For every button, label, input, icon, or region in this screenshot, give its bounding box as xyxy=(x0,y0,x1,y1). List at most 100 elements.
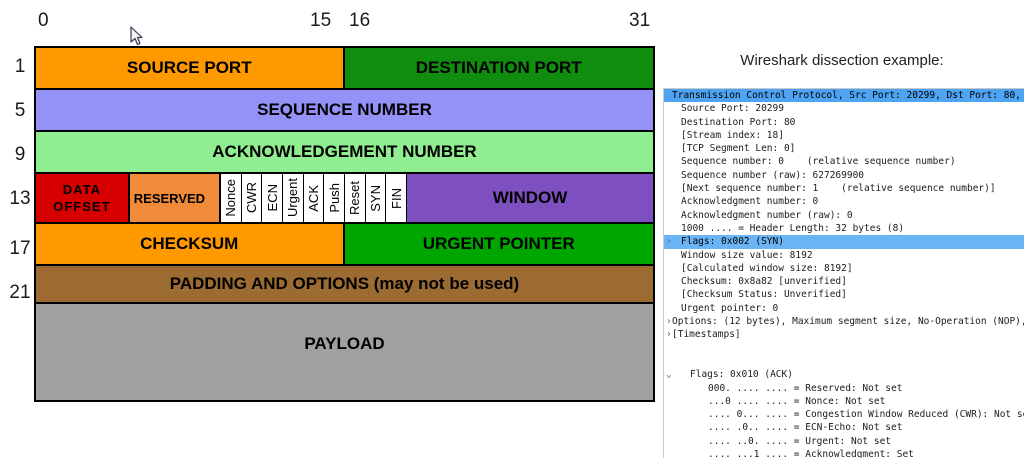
ws-line-6[interactable]: Sequence number (raw): 627269900 xyxy=(664,169,1024,182)
flag-label-urgent: Urgent xyxy=(285,178,301,218)
flag-label-ack: ACK xyxy=(306,184,322,212)
flag-cell-ecn: ECN xyxy=(262,174,284,222)
ws-flag-line-text: .... ...1 .... = Acknowledgment: Set xyxy=(708,449,914,458)
ws-flag-line-text: .... ..0. .... = Urgent: Not set xyxy=(708,435,892,447)
ws-line-text: [Checksum Status: Unverified] xyxy=(681,289,847,301)
ws-line-2[interactable]: Destination Port: 80 xyxy=(664,116,1024,129)
row-label-17: 17 xyxy=(9,238,31,259)
ws-flag-line-4[interactable]: .... .0.. .... = ECN-Echo: Not set xyxy=(664,421,1024,434)
ws-line-text: 1000 .... = Header Length: 32 bytes (8) xyxy=(681,222,905,234)
ws-flag-line-text: ...0 .... .... = Nonce: Not set xyxy=(708,395,886,407)
ws-spacer-2 xyxy=(664,355,1024,368)
ws-line-7[interactable]: [Next sequence number: 1 (relative seque… xyxy=(664,182,1024,195)
bit-label-16: 16 xyxy=(349,10,371,31)
flag-cell-urgent: Urgent xyxy=(283,174,304,222)
flag-cell-fin: FIN xyxy=(386,174,407,222)
wireshark-section: Wireshark dissection example: Transmissi… xyxy=(660,0,1024,458)
ws-line-16[interactable]: Urgent pointer: 0 xyxy=(664,302,1024,315)
ws-line-text: Transmission Control Protocol, Src Port:… xyxy=(672,90,1021,101)
bit-label-0: 0 xyxy=(38,10,49,31)
ws-flag-line-text: 000. .... .... = Reserved: Not set xyxy=(708,382,903,394)
field-payload: PAYLOAD xyxy=(36,304,653,400)
field-destination-port: DESTINATION PORT xyxy=(344,48,653,88)
flag-label-push: Push xyxy=(326,183,342,213)
ws-line-13[interactable]: [Calculated window size: 8192] xyxy=(664,262,1024,275)
ws-line-text: [Timestamps] xyxy=(672,329,741,341)
row-label-5: 5 xyxy=(14,100,26,121)
ws-flag-line-2[interactable]: ...0 .... .... = Nonce: Not set xyxy=(664,395,1024,408)
field-sequence-number: SEQUENCE NUMBER xyxy=(36,90,653,130)
flag-label-reset: Reset xyxy=(347,181,363,215)
field-data-offset: DATA OFFSET xyxy=(36,174,130,222)
ws-line-text: Checksum: 0x8a82 [unverified] xyxy=(681,276,847,288)
ws-line-12[interactable]: Window size value: 8192 xyxy=(664,249,1024,262)
padding-options-row: PADDING AND OPTIONS (may not be used) xyxy=(36,266,653,304)
bit-label-31: 31 xyxy=(629,10,651,31)
sequence-number-row: SEQUENCE NUMBER xyxy=(36,90,653,132)
ws-line-18[interactable]: ›[Timestamps] xyxy=(664,328,1024,341)
tcp-header-diagram: 0 15 16 31 1 5 9 13 17 21 SOURCE PORT DE… xyxy=(9,10,655,402)
ws-line-text: Flags: 0x002 (SYN) xyxy=(681,236,784,248)
bit-label-15: 15 xyxy=(310,10,332,31)
ws-line-text: Window size value: 8192 xyxy=(681,249,813,261)
acknowledgement-number-row: ACKNOWLEDGEMENT NUMBER xyxy=(36,132,653,174)
ws-line-10[interactable]: 1000 .... = Header Length: 32 bytes (8) xyxy=(664,222,1024,235)
flag-cell-nonce: Nonce xyxy=(221,174,242,222)
ws-flag-line-text: Flags: 0x010 (ACK) xyxy=(690,369,793,381)
ws-flag-line-0[interactable]: ⌄ Flags: 0x010 (ACK) xyxy=(664,368,1024,381)
ws-line-8[interactable]: Acknowledgment number: 0 xyxy=(664,195,1024,208)
ws-line-4[interactable]: [TCP Segment Len: 0] xyxy=(664,142,1024,155)
ws-line-9[interactable]: Acknowledgment number (raw): 0 xyxy=(664,209,1024,222)
ws-line-3[interactable]: [Stream index: 18] xyxy=(664,129,1024,142)
ws-line-0[interactable]: Transmission Control Protocol, Src Port:… xyxy=(664,89,1024,103)
flag-label-ecn: ECN xyxy=(264,184,280,212)
flag-label-syn: SYN xyxy=(368,184,384,212)
ws-line-text: Source Port: 20299 xyxy=(681,103,784,115)
expand-arrow-icon[interactable]: › xyxy=(666,329,672,341)
ws-line-17[interactable]: ›Options: (12 bytes), Maximum segment si… xyxy=(664,315,1024,328)
ws-line-text: Sequence number: 0 (relative sequence nu… xyxy=(681,156,956,168)
ws-line-text: [Calculated window size: 8192] xyxy=(681,262,853,274)
ws-line-15[interactable]: [Checksum Status: Unverified] xyxy=(664,288,1024,301)
field-window: WINDOW xyxy=(407,174,653,222)
ws-flag-line-6[interactable]: .... ...1 .... = Acknowledgment: Set xyxy=(664,448,1024,458)
header-field-grid: SOURCE PORT DESTINATION PORT SEQUENCE NU… xyxy=(34,46,655,402)
ws-line-1[interactable]: Source Port: 20299 xyxy=(664,102,1024,115)
ws-line-11[interactable]: › Flags: 0x002 (SYN) xyxy=(664,235,1024,249)
ws-flag-line-text: .... 0... .... = Congestion Window Reduc… xyxy=(708,409,1024,421)
ws-line-5[interactable]: Sequence number: 0 (relative sequence nu… xyxy=(664,155,1024,168)
wireshark-dissection-panel[interactable]: Transmission Control Protocol, Src Port:… xyxy=(663,88,1024,458)
ws-line-text: Sequence number (raw): 627269900 xyxy=(681,169,865,181)
payload-row: PAYLOAD xyxy=(36,304,653,400)
ports-row: SOURCE PORT DESTINATION PORT xyxy=(36,48,653,90)
field-checksum: CHECKSUM xyxy=(36,224,345,264)
row-label-21: 21 xyxy=(9,282,31,303)
flag-cell-reset: Reset xyxy=(345,174,366,222)
ws-flag-line-1[interactable]: 000. .... .... = Reserved: Not set xyxy=(664,382,1024,395)
ws-line-text: Acknowledgment number (raw): 0 xyxy=(681,209,853,221)
field-acknowledgement-number: ACKNOWLEDGEMENT NUMBER xyxy=(36,132,653,172)
wireshark-caption: Wireshark dissection example: xyxy=(740,52,944,69)
flag-cell-ack: ACK xyxy=(303,174,325,222)
flag-label-cwr: CWR xyxy=(244,182,260,214)
expand-arrow-icon[interactable]: ⌄ xyxy=(666,369,672,381)
ws-flag-line-3[interactable]: .... 0... .... = Congestion Window Reduc… xyxy=(664,408,1024,421)
ws-line-text: Urgent pointer: 0 xyxy=(681,302,779,314)
row-label-13: 13 xyxy=(9,188,31,209)
ws-line-text: [Stream index: 18] xyxy=(681,129,784,141)
flag-cell-syn: SYN xyxy=(365,174,387,222)
expand-arrow-icon[interactable]: › xyxy=(666,236,672,248)
field-reserved: RESERVED xyxy=(129,174,222,222)
flag-label-fin: FIN xyxy=(388,187,404,209)
ws-spacer xyxy=(664,342,1024,355)
ws-line-text: Destination Port: 80 xyxy=(681,116,796,128)
expand-arrow-icon[interactable]: › xyxy=(666,316,672,328)
field-source-port: SOURCE PORT xyxy=(36,48,345,88)
row-label-1: 1 xyxy=(14,56,26,77)
ws-flag-line-5[interactable]: .... ..0. .... = Urgent: Not set xyxy=(664,435,1024,448)
flags-row: DATA OFFSET RESERVED Nonce CWR ECN Urgen… xyxy=(36,174,653,224)
field-urgent-pointer: URGENT POINTER xyxy=(344,224,653,264)
row-label-9: 9 xyxy=(14,144,26,165)
ws-line-14[interactable]: Checksum: 0x8a82 [unverified] xyxy=(664,275,1024,288)
